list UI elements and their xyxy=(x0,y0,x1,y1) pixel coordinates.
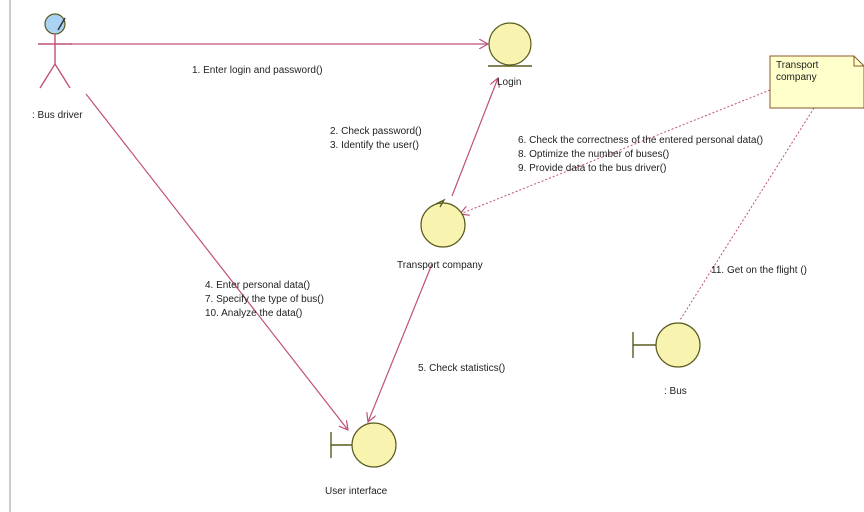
login-object[interactable]: Login xyxy=(488,22,532,88)
user-interface-label: User interface xyxy=(325,486,388,497)
message-1: 1. Enter login and password() xyxy=(192,65,323,76)
transport-company-label: Transport company xyxy=(397,260,483,271)
link-company-ui xyxy=(368,263,433,422)
boundary-icon xyxy=(330,422,397,468)
message-5: 5. Check statistics() xyxy=(418,363,505,374)
bus-driver-label: : Bus driver xyxy=(32,110,83,121)
message-3: 3. Identify the user() xyxy=(330,140,419,151)
message-8: 8. Optimize the number of buses() xyxy=(518,149,669,160)
message-2: 2. Check password() xyxy=(330,126,422,137)
actor-stick-figure-icon xyxy=(38,13,72,89)
user-interface-object[interactable]: User interface xyxy=(325,422,397,497)
bus-label: : Bus xyxy=(664,386,687,397)
transport-company-note[interactable]: Transport company xyxy=(769,55,864,109)
control-icon xyxy=(420,198,466,248)
message-7: 7. Specify the type of bus() xyxy=(205,294,324,305)
boundary-icon xyxy=(632,322,701,368)
note-line-1: Transport xyxy=(776,60,819,71)
link-company-login xyxy=(451,78,498,197)
message-10: 10. Analyze the data() xyxy=(205,308,302,319)
link-driver-ui xyxy=(85,93,348,430)
link-note-bus xyxy=(679,107,815,321)
login-label: Login xyxy=(497,77,521,88)
transport-company-object[interactable]: Transport company xyxy=(397,198,483,271)
entity-icon xyxy=(488,22,532,67)
bus-driver-actor[interactable]: : Bus driver xyxy=(32,13,83,121)
message-11: 11. Get on the flight () xyxy=(711,265,807,276)
message-4: 4. Enter personal data() xyxy=(205,280,310,291)
bus-object[interactable]: : Bus xyxy=(632,322,701,397)
links xyxy=(70,44,815,430)
message-labels: 1. Enter login and password() 2. Check p… xyxy=(192,65,807,374)
note-line-2: company xyxy=(776,72,817,83)
message-9: 9. Provide data to the bus driver() xyxy=(518,163,666,174)
message-6: 6. Check the correctness of the entered … xyxy=(518,135,763,146)
